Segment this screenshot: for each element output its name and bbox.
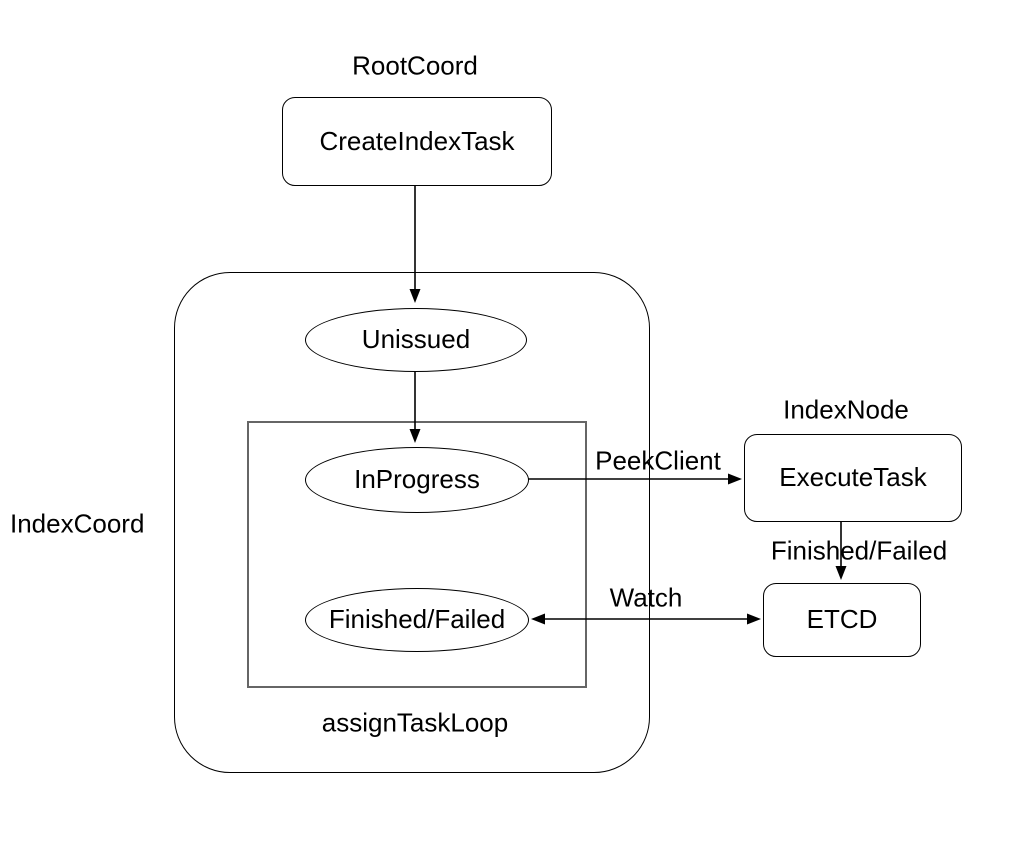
node-unissued: Unissued bbox=[305, 308, 527, 372]
arrowhead-executetask bbox=[728, 473, 742, 485]
node-execute-task: ExecuteTask bbox=[744, 434, 962, 522]
node-inprogress-label: InProgress bbox=[354, 464, 480, 495]
node-inprogress: InProgress bbox=[305, 447, 529, 513]
node-unissued-label: Unissued bbox=[361, 324, 471, 355]
node-finished-failed: Finished/Failed bbox=[305, 588, 529, 652]
node-etcd: ETCD bbox=[763, 583, 921, 657]
label-indexcoord: IndexCoord bbox=[10, 508, 145, 539]
label-assigntaskloop: assignTaskLoop bbox=[321, 707, 509, 738]
edge-label-watch: Watch bbox=[609, 582, 683, 613]
label-indexnode: IndexNode bbox=[783, 394, 909, 425]
node-finished-failed-label: Finished/Failed bbox=[328, 604, 506, 635]
indexcoord-container bbox=[174, 272, 650, 773]
node-create-index-task-label: CreateIndexTask bbox=[319, 125, 515, 156]
node-execute-task-label: ExecuteTask bbox=[779, 462, 927, 493]
arrowhead-etcd bbox=[835, 566, 847, 580]
arrowhead-watch-right bbox=[747, 613, 761, 625]
edge-label-finished-failed: Finished/Failed bbox=[770, 535, 948, 566]
assigntaskloop-container bbox=[247, 421, 587, 688]
label-rootcoord: RootCoord bbox=[352, 50, 478, 81]
node-etcd-label: ETCD bbox=[806, 604, 878, 635]
edge-label-peekclient: PeekClient bbox=[595, 445, 721, 476]
node-create-index-task: CreateIndexTask bbox=[282, 97, 552, 186]
